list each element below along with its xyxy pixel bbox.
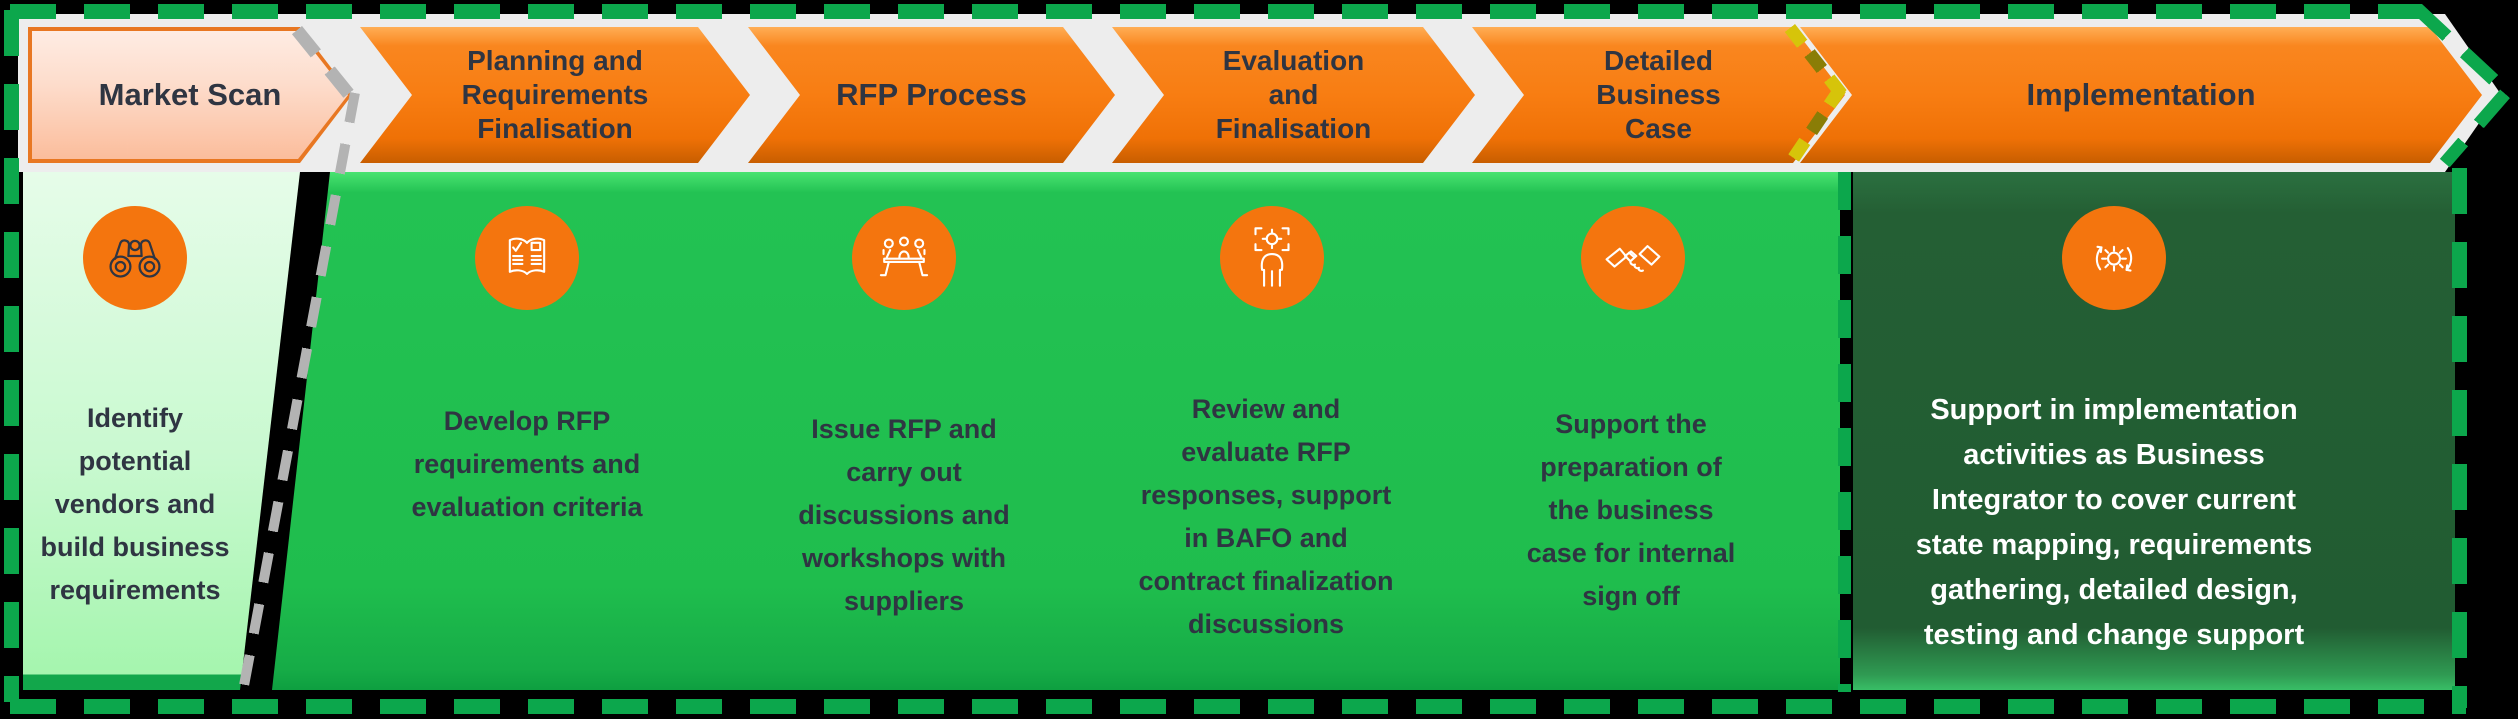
stage-title-market-scan: Market Scan (98, 77, 282, 112)
stage-title-implementation: Implementation (2026, 77, 2256, 112)
person-target-icon (1220, 206, 1324, 310)
stage-title-planning: Planning and Requirements Finalisation (461, 45, 649, 144)
stage-description-planning: Develop RFP requirements and evaluation … (411, 406, 643, 522)
meeting-discussion-icon (852, 206, 956, 310)
stage-title-rfp-process: RFP Process (836, 77, 1027, 112)
stage-description-detailed-business-case: Support the preparation of the business … (1526, 409, 1736, 611)
outer-dashed-border-right (2452, 168, 2467, 708)
stage-chevron-implementation: Implementation (1800, 27, 2482, 163)
stage-chevron-market-scan: Market Scan (28, 27, 352, 163)
gear-cycle-icon (2062, 206, 2166, 310)
stage-chevron-market-scan-fill: Market Scan (32, 31, 348, 159)
stage-chevron-planning: Planning and Requirements Finalisation (360, 27, 750, 163)
stage-description-evaluation: Review and evaluate RFP responses, suppo… (1138, 394, 1394, 639)
stage-chevron-detailed-business-case: Detailed Business Case (1472, 27, 1845, 163)
stage-title-detailed-business-case: Detailed Business Case (1596, 45, 1721, 144)
open-book-checklist-icon (475, 206, 579, 310)
outer-dashed-border-left (4, 10, 19, 702)
implementation-divider-green-vertical (1838, 172, 1851, 692)
handshake-icon (1581, 206, 1685, 310)
outer-dashed-border-bottom (10, 699, 2466, 714)
stage-description-implementation: Support in implementation activities as … (1915, 394, 2313, 651)
stage-description-market-scan: Identify potential vendors and build bus… (40, 403, 230, 605)
stage-title-evaluation: Evaluation and Finalisation (1215, 45, 1372, 144)
stage-chevron-evaluation: Evaluation and Finalisation (1112, 27, 1475, 163)
outer-dashed-border-top (10, 4, 2422, 19)
stage-chevron-rfp-process: RFP Process (748, 27, 1115, 163)
stage-description-rfp-process: Issue RFP and carry out discussions and … (798, 414, 1010, 616)
binoculars-icon (83, 206, 187, 310)
